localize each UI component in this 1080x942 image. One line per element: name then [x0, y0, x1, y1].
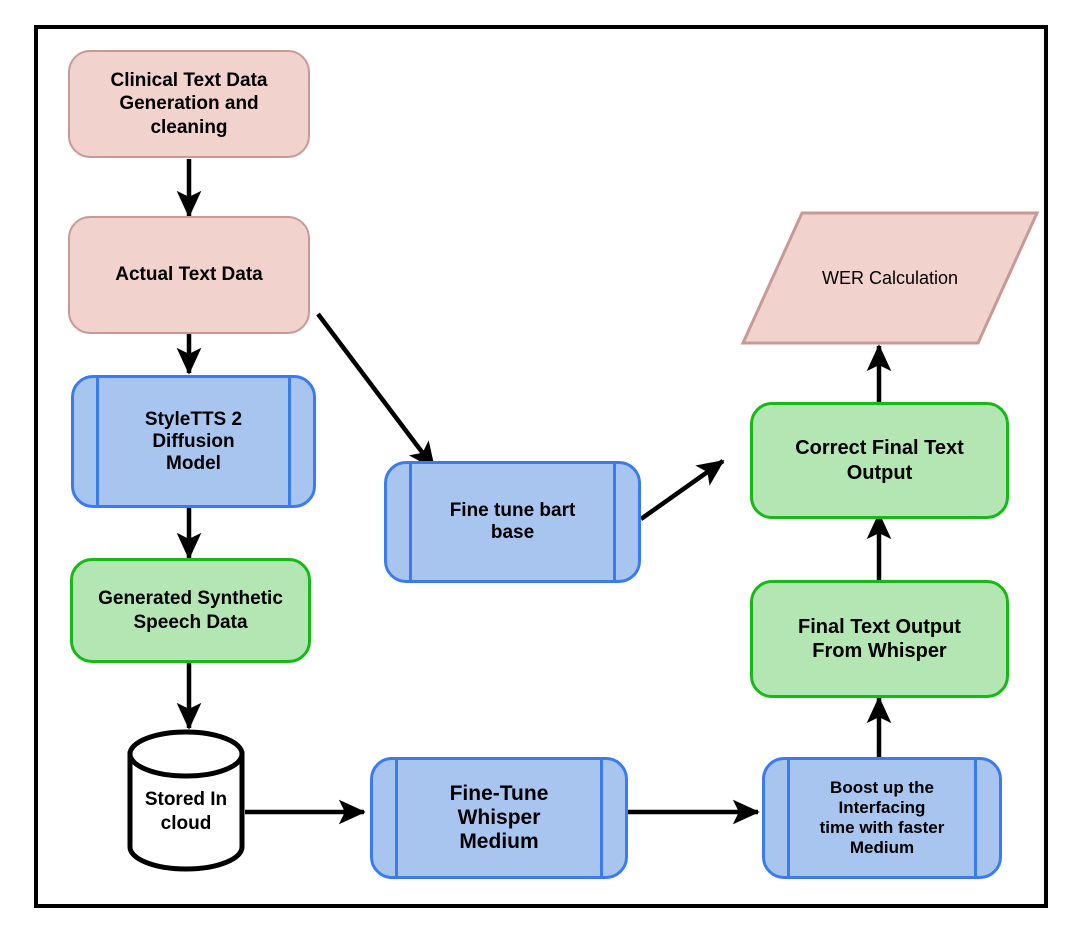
node-generated-synthetic-speech-data[interactable]: Generated Synthetic Speech Data — [70, 558, 311, 663]
node-label: WER Calculation — [821, 267, 959, 288]
node-label: Correct Final Text Output — [795, 437, 964, 484]
node-label: Actual Text Data — [115, 264, 263, 286]
subroutine-bar-right — [600, 757, 603, 879]
node-wer-calculation[interactable]: WER Calculation — [740, 210, 1040, 346]
node-stored-in-cloud[interactable]: Stored In cloud — [126, 728, 246, 873]
node-boost-interfacing-time[interactable]: Boost up the Interfacing time with faste… — [762, 757, 1002, 879]
node-label: Final Text Output From Whisper — [798, 615, 961, 662]
node-label: Fine-Tune Whisper Medium — [449, 782, 549, 853]
node-label: Clinical Text Data Generation and cleani… — [110, 70, 268, 138]
parallelogram-shape — [740, 211, 1040, 345]
node-styletts2-diffusion-model[interactable]: StyleTTS 2 Diffusion Model — [71, 375, 316, 508]
node-label: Boost up the Interfacing time with faste… — [819, 778, 945, 857]
subroutine-bar-right — [288, 375, 291, 508]
subroutine-bar-right — [613, 461, 616, 583]
node-final-text-output-from-whisper[interactable]: Final Text Output From Whisper — [750, 580, 1009, 698]
subroutine-bar-left — [395, 757, 398, 879]
subroutine-bar-left — [96, 375, 99, 508]
node-label: Generated Synthetic Speech Data — [98, 588, 283, 633]
node-actual-text-data[interactable]: Actual Text Data — [68, 216, 310, 334]
node-label: StyleTTS 2 Diffusion Model — [144, 408, 243, 474]
subroutine-bar-left — [409, 461, 412, 583]
cylinder-shape — [127, 729, 245, 872]
node-fine-tune-whisper-medium[interactable]: Fine-Tune Whisper Medium — [370, 757, 628, 879]
node-label: Fine tune bart base — [449, 500, 576, 543]
node-correct-final-text-output[interactable]: Correct Final Text Output — [750, 402, 1009, 519]
node-label: Stored In cloud — [144, 789, 228, 834]
node-fine-tune-bart-base[interactable]: Fine tune bart base — [384, 461, 641, 583]
subroutine-bar-left — [787, 757, 790, 879]
subroutine-bar-right — [974, 757, 977, 879]
node-clinical-text-data[interactable]: Clinical Text Data Generation and cleani… — [68, 50, 310, 158]
